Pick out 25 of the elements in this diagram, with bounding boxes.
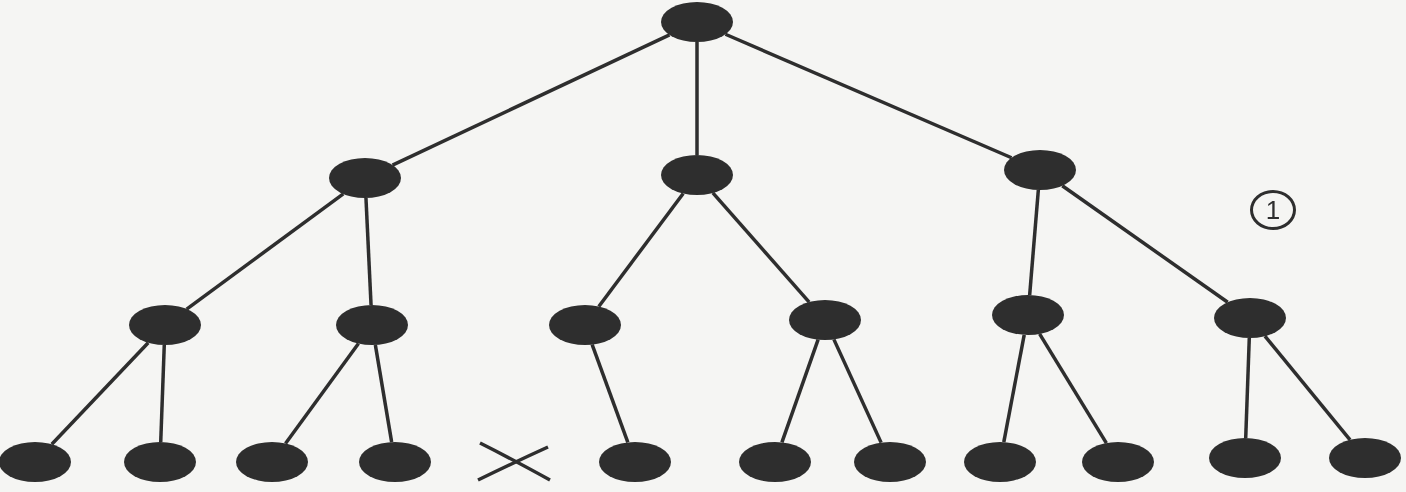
connector-line <box>373 344 394 443</box>
connector-line <box>695 42 699 155</box>
connector-line <box>50 341 150 446</box>
connector-line <box>780 339 820 443</box>
tree-node <box>0 442 71 482</box>
connector-line <box>711 191 811 304</box>
connector-line <box>832 338 883 444</box>
connector-line <box>724 32 1013 160</box>
connector-line <box>1263 335 1352 441</box>
connector-line <box>159 344 166 443</box>
connector-line <box>391 33 671 167</box>
connector-line <box>1243 337 1252 439</box>
connector-line <box>597 192 685 308</box>
connector-line <box>284 342 360 445</box>
connector-line <box>590 344 630 443</box>
connector-line <box>1027 189 1041 296</box>
connector-line <box>1038 333 1108 444</box>
tree-node <box>661 2 733 42</box>
connector-line <box>1061 184 1229 304</box>
tree-node <box>329 158 401 198</box>
tree-node <box>1004 150 1076 190</box>
connector-line <box>185 192 345 311</box>
connector-line <box>1002 334 1026 443</box>
callout-number: 1 <box>1250 190 1296 230</box>
connector-line <box>364 197 373 306</box>
